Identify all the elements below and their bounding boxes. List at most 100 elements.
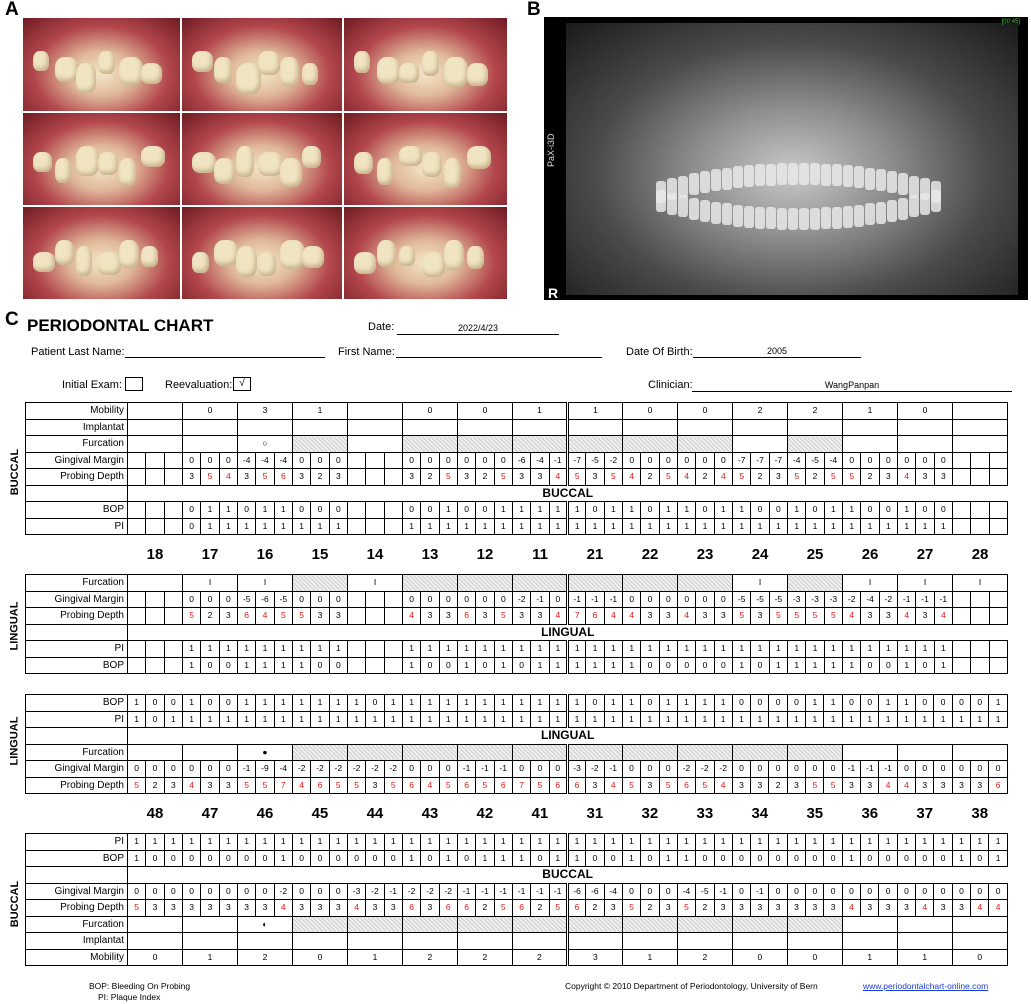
lower-buccal-pd-cell[interactable]: 5 — [676, 899, 697, 917]
lower-buccal-gm-cell[interactable]: 0 — [951, 882, 972, 900]
lower-lingual-furcation-cell[interactable] — [566, 743, 623, 761]
upper-lingual-pi-cell[interactable]: 1 — [493, 640, 514, 658]
lower-lingual-furcation-cell[interactable] — [841, 743, 898, 761]
lower-lingual-pd-cell[interactable]: 4 — [896, 776, 917, 794]
tooth-number-47[interactable]: 47 — [201, 805, 219, 822]
upper-mobility-cell[interactable]: 0 — [457, 402, 513, 420]
upper-buccal-bop-cell[interactable] — [970, 501, 990, 519]
lower-lingual-bop-cell[interactable]: 1 — [181, 694, 202, 712]
upper-buccal-pi-cell[interactable]: 1 — [456, 517, 477, 535]
upper-lingual-pi-cell[interactable]: 1 — [695, 640, 715, 658]
lower-lingual-bop-cell[interactable]: 0 — [218, 694, 238, 712]
upper-lingual-pd-cell[interactable] — [365, 607, 385, 625]
upper-lingual-pi-cell[interactable]: 1 — [768, 640, 789, 658]
upper-lingual-bop-cell[interactable]: 1 — [273, 656, 294, 674]
upper-mobility-cell[interactable]: 2 — [732, 402, 789, 420]
lower-buccal-pd-cell[interactable]: 6 — [456, 899, 477, 917]
lower-buccal-pd-cell[interactable]: 6 — [511, 899, 532, 917]
upper-lingual-bop-cell[interactable]: 0 — [750, 656, 770, 674]
lower-buccal-gm-cell[interactable]: 0 — [915, 882, 935, 900]
lower-implantat-cell[interactable] — [236, 932, 293, 950]
upper-buccal-pd-cell[interactable] — [346, 468, 367, 486]
lower-lingual-pi-cell[interactable]: 1 — [273, 710, 293, 728]
lower-buccal-pd-cell[interactable]: 3 — [933, 899, 953, 917]
upper-buccal-pi-cell[interactable]: 1 — [273, 517, 294, 535]
upper-lingual-gm-cell[interactable] — [365, 590, 385, 608]
lower-lingual-bop-cell[interactable]: 1 — [420, 694, 440, 712]
lower-buccal-pi-cell[interactable]: 1 — [475, 833, 495, 851]
lower-lingual-pd-cell[interactable]: 3 — [640, 776, 660, 794]
lower-buccal-pd-cell[interactable]: 3 — [860, 899, 880, 917]
lower-lingual-pd-cell[interactable]: 3 — [750, 776, 770, 794]
upper-buccal-bop-cell[interactable]: 1 — [548, 501, 570, 519]
lower-lingual-bop-cell[interactable]: 1 — [475, 694, 495, 712]
lower-lingual-gm-cell[interactable]: -1 — [603, 760, 623, 778]
lower-buccal-gm-cell[interactable]: 0 — [860, 882, 880, 900]
upper-implantat-cell[interactable] — [402, 418, 458, 436]
upper-buccal-bop-cell[interactable]: 0 — [695, 501, 715, 519]
lower-lingual-bop-cell[interactable]: 0 — [640, 694, 660, 712]
upper-buccal-gm-cell[interactable]: -7 — [750, 451, 770, 469]
lower-mobility-cell[interactable]: 0 — [786, 948, 843, 966]
lower-buccal-gm-cell[interactable]: -1 — [530, 882, 550, 900]
lower-lingual-pi-cell[interactable]: 1 — [218, 710, 238, 728]
upper-mobility-cell[interactable]: 2 — [787, 402, 844, 420]
lower-implantat-cell[interactable] — [291, 932, 348, 950]
upper-lingual-pd-cell[interactable]: 4 — [622, 607, 642, 625]
lower-buccal-pi-cell[interactable]: 1 — [511, 833, 532, 851]
upper-lingual-bop-cell[interactable]: 1 — [255, 656, 275, 674]
lower-implantat-cell[interactable] — [127, 932, 183, 950]
upper-lingual-bop-cell[interactable]: 1 — [732, 656, 752, 674]
lower-implantat-cell[interactable] — [621, 932, 678, 950]
lower-lingual-pd-cell[interactable]: 6 — [566, 776, 587, 794]
lower-buccal-pd-cell[interactable]: 3 — [713, 899, 733, 917]
lower-lingual-gm-cell[interactable]: 0 — [915, 760, 935, 778]
lower-lingual-pd-cell[interactable]: 5 — [126, 776, 147, 794]
lower-mobility-cell[interactable]: 1 — [621, 948, 678, 966]
lower-buccal-gm-cell[interactable]: 0 — [328, 882, 348, 900]
upper-buccal-pi-cell[interactable]: 1 — [511, 517, 532, 535]
upper-lingual-furcation-cell[interactable]: I — [237, 574, 293, 592]
initial-exam-checkbox[interactable] — [125, 377, 143, 391]
upper-lingual-pi-cell[interactable] — [346, 640, 367, 658]
upper-lingual-pd-cell[interactable]: 5 — [805, 607, 825, 625]
lower-mobility-cell[interactable]: 3 — [566, 948, 623, 966]
upper-mobility-cell[interactable]: 1 — [292, 402, 348, 420]
lower-buccal-pi-cell[interactable]: 1 — [328, 833, 348, 851]
lower-buccal-bop-cell[interactable]: 1 — [126, 849, 147, 867]
lower-buccal-gm-cell[interactable]: -3 — [346, 882, 367, 900]
tooth-number-43[interactable]: 43 — [421, 805, 439, 822]
upper-buccal-bop-cell[interactable]: 1 — [787, 501, 807, 519]
lower-buccal-pi-cell[interactable]: 1 — [621, 833, 642, 851]
upper-buccal-bop-cell[interactable]: 1 — [842, 501, 862, 519]
lower-mobility-cell[interactable]: 2 — [676, 948, 733, 966]
upper-buccal-gm-cell[interactable]: -7 — [768, 451, 789, 469]
upper-lingual-pi-cell[interactable] — [970, 640, 990, 658]
upper-lingual-pd-cell[interactable]: 3 — [640, 607, 660, 625]
upper-buccal-pd-cell[interactable]: 4 — [897, 468, 917, 486]
lower-lingual-gm-cell[interactable]: 0 — [438, 760, 458, 778]
upper-lingual-pi-cell[interactable]: 1 — [200, 640, 220, 658]
lower-buccal-pd-cell[interactable]: 3 — [750, 899, 770, 917]
upper-lingual-furcation-cell[interactable] — [787, 574, 844, 592]
lower-lingual-pi-cell[interactable]: 1 — [493, 710, 513, 728]
upper-buccal-pi-cell[interactable]: 1 — [310, 517, 330, 535]
tooth-number-32[interactable]: 32 — [641, 805, 659, 822]
lower-buccal-furcation-cell[interactable] — [291, 915, 348, 933]
upper-buccal-bop-cell[interactable]: 0 — [768, 501, 789, 519]
lower-buccal-furcation-cell[interactable] — [676, 915, 733, 933]
tooth-number-24[interactable]: 24 — [751, 546, 769, 563]
lower-lingual-furcation-cell[interactable] — [951, 743, 1008, 761]
upper-buccal-pi-cell[interactable]: 1 — [236, 517, 257, 535]
lower-buccal-pd-cell[interactable]: 3 — [420, 899, 440, 917]
upper-lingual-bop-cell[interactable]: 0 — [310, 656, 330, 674]
lower-lingual-pi-cell[interactable]: 1 — [365, 710, 385, 728]
lower-implantat-cell[interactable] — [731, 932, 788, 950]
upper-lingual-gm-cell[interactable]: -6 — [255, 590, 275, 608]
lower-lingual-gm-cell[interactable]: 0 — [658, 760, 678, 778]
upper-lingual-gm-cell[interactable]: -5 — [750, 590, 770, 608]
upper-lingual-pi-cell[interactable]: 1 — [475, 640, 495, 658]
lower-buccal-gm-cell[interactable]: 0 — [291, 882, 312, 900]
upper-buccal-pi-cell[interactable]: 1 — [732, 517, 752, 535]
lower-buccal-bop-cell[interactable]: 0 — [163, 849, 183, 867]
